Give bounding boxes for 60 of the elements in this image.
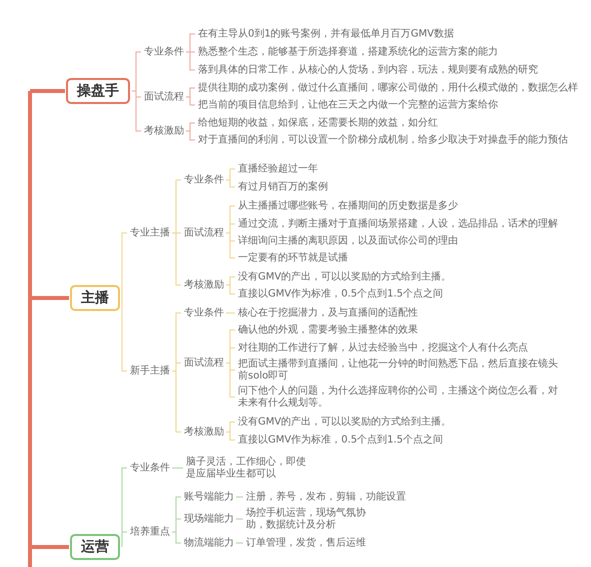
branch-line — [28, 91, 69, 549]
leaf-text: 对于直播间的利润，可以设置一个阶梯分成机制，给多少取决于对操盘手的能力预估 — [198, 134, 568, 146]
branch-line — [236, 518, 244, 520]
subtopic-label: 考核激励 — [144, 125, 184, 137]
subtopic-label: 专业条件 — [130, 462, 170, 474]
leaf-text: 落到具体的日常工作，从核心的人货场，到内容，玩法，规则要有成熟的研究 — [198, 64, 538, 76]
leaf-text: 脑子灵活，工作细心，即使是应届毕业生都可以 — [186, 456, 311, 480]
branch-line — [172, 532, 182, 544]
subtopic-label: 物流端能力 — [184, 537, 234, 549]
subtopic-label: 专业条件 — [184, 307, 224, 319]
branch-line — [236, 542, 244, 544]
leaf-text: 把面试主播带到直播间，让他花一分钟的时间熟悉下品，然后直接在镜头前solo即可 — [238, 358, 558, 382]
branch-line — [122, 232, 128, 298]
branch-line — [122, 298, 128, 372]
leaf-text: 一定要有的环节就是试播 — [238, 252, 348, 264]
subtopic-label: 专业条件 — [184, 174, 224, 186]
subtopic-label: 考核激励 — [184, 279, 224, 291]
branch-line — [122, 532, 128, 548]
subtopic-label: 专业条件 — [144, 46, 184, 58]
leaf-text: 核心在于挖掘潜力，及与直播间的适配性 — [238, 307, 418, 319]
subtopic-label: 考核激励 — [184, 426, 224, 438]
leaf-text: 有过月销百万的案例 — [238, 181, 328, 193]
branch-line — [226, 284, 236, 294]
branch-line — [236, 496, 244, 498]
leaf-text: 确认他的外观，需要考验主播整体的效果 — [238, 324, 418, 336]
subtopic-label: 现场端能力 — [184, 513, 234, 525]
branch-line — [226, 312, 236, 314]
leaf-text: 订单管理，发货，售后运维 — [246, 537, 366, 549]
branch-line — [186, 52, 196, 70]
subtopic-label: 新手主播 — [130, 365, 170, 377]
subtopic-label: 培养重点 — [130, 526, 170, 538]
subtopic-label: 面试流程 — [184, 227, 224, 239]
branch-line — [186, 130, 196, 140]
leaf-text: 把当前的项目信息给到，让他在三天之内做一个完整的运营方案给你 — [198, 99, 498, 111]
leaf-text: 没有GMV的产出，可以以奖励的方式给到主播。 — [238, 416, 452, 428]
topic-box: 运营 — [70, 534, 120, 560]
leaf-text: 直接以GMV作为标准，0.5个点到1.5个点之间 — [238, 288, 444, 300]
leaf-text: 直接以GMV作为标准，0.5个点到1.5个点之间 — [238, 434, 444, 446]
subtopic-label: 专业主播 — [130, 227, 170, 239]
leaf-text: 场控手机运营，现场气氛协助，数据统计及分析 — [246, 508, 381, 530]
topic-box: 操盘手 — [66, 78, 130, 104]
leaf-text: 没有GMV的产出，可以以奖励的方式给到主播。 — [238, 271, 452, 283]
branch-line — [226, 432, 236, 440]
topic-box: 主播 — [70, 284, 120, 312]
branch-line — [28, 89, 65, 93]
leaf-text: 通过交流，判断主播对于直播间场景搭建，人设，选品排品，话术的理解 — [238, 218, 558, 230]
leaf-text: 问下他个人的问题，为什么选择应聘你的公司，主播这个岗位怎么看，对未来有什么规划等。 — [238, 386, 558, 408]
leaf-text: 注册，养号，发布，剪辑，功能设置 — [246, 491, 406, 503]
leaf-text: 给他短期的收益，如保底，还需要长期的效益，如分红 — [198, 117, 438, 129]
subtopic-label: 面试流程 — [144, 91, 184, 103]
leaf-text: 熟悉整个生态，能够基于所选择赛道，搭建系统化的运营方案的能力 — [198, 46, 498, 58]
leaf-text: 在有主导从0到1的账号案例，并有最低单月百万GMV数据 — [198, 28, 454, 40]
subtopic-label: 面试流程 — [184, 357, 224, 369]
subtopic-label: 账号端能力 — [184, 491, 234, 503]
leaf-text: 对往期的工作进行了解，从过去经验当中，挖掘这个人有什么亮点 — [238, 342, 528, 354]
branch-line — [186, 96, 196, 106]
leaf-text: 直播经验超过一年 — [238, 163, 318, 175]
leaf-text: 提供往期的成功案例，做过什么直播间，哪家公司做的，用什么模式做的，数据怎么样 — [198, 82, 578, 94]
leaf-text: 详细询问主播的离职原因，以及面试你公司的理由 — [238, 235, 458, 247]
leaf-text: 从主播播过哪些账号，在播期间的历史数据是多少 — [238, 200, 458, 212]
